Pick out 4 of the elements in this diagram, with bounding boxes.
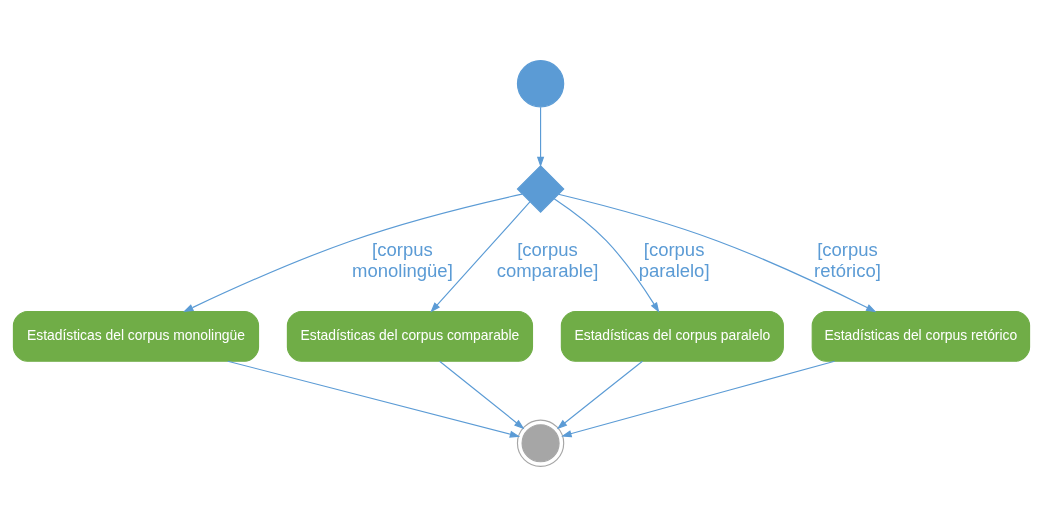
edge-label: [corpus paralelo] bbox=[638, 238, 710, 281]
edge-label: [corpus retórico] bbox=[814, 238, 881, 281]
edge-label: [corpus comparable] bbox=[496, 238, 599, 281]
edge-label: [corpus monolingüe] bbox=[352, 238, 453, 281]
